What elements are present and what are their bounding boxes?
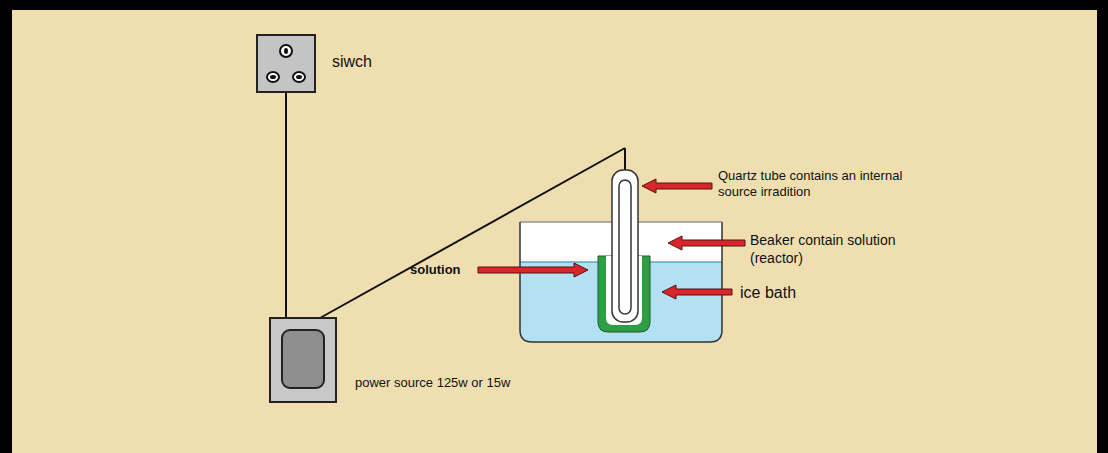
frame-left xyxy=(0,0,12,453)
quartz-tube-label: Quartz tube contains an internal source … xyxy=(718,168,903,201)
pointer-arrow xyxy=(642,179,712,193)
switch-symbol xyxy=(257,35,315,92)
pointer-arrow xyxy=(478,263,588,277)
pointer-arrow xyxy=(662,285,732,299)
power-source-label: power source 125w or 15w xyxy=(355,375,615,391)
lamp-wire-drop xyxy=(624,148,626,172)
ice-bath-label: ice bath xyxy=(740,283,860,303)
pointer-arrow xyxy=(668,236,745,250)
solution-label: solution xyxy=(410,262,474,278)
quartz-tube xyxy=(612,170,638,322)
switch-label: siwch xyxy=(332,52,422,72)
switch-wire xyxy=(285,92,287,318)
frame-right xyxy=(1097,0,1108,453)
power-source-symbol xyxy=(270,318,336,402)
beaker-label: Beaker contain solution (reactor) xyxy=(750,232,925,267)
frame-top xyxy=(0,0,1108,10)
